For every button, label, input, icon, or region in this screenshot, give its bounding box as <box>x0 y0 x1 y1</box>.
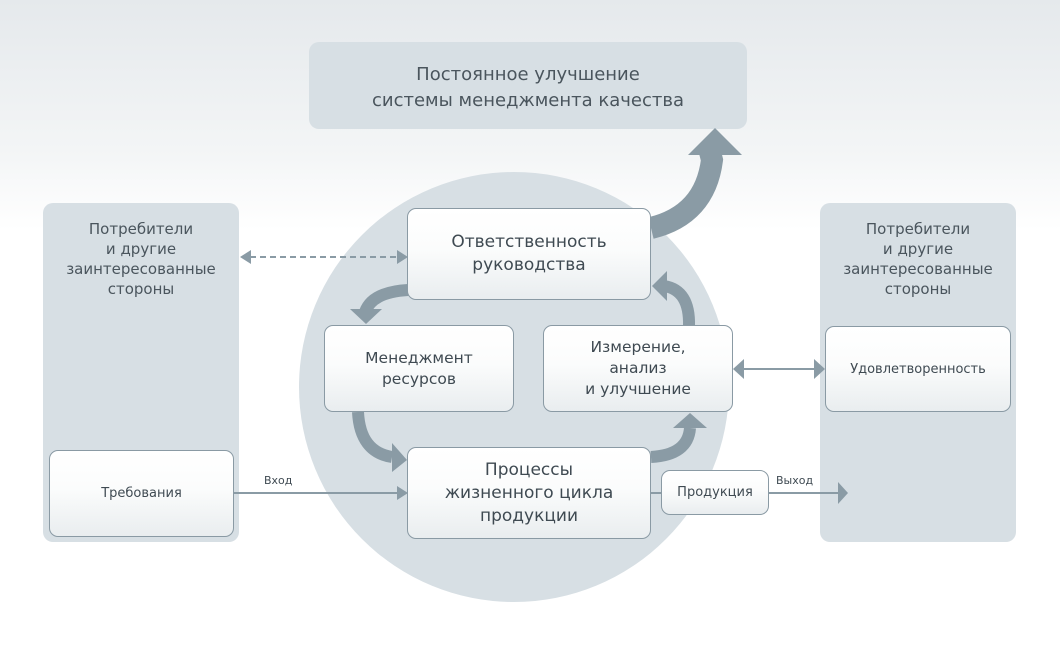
resource-management-box[interactable]: Менеджмент ресурсов <box>324 325 514 412</box>
requirements-box[interactable]: Требования <box>49 450 234 537</box>
requirements-label: Требования <box>101 486 182 501</box>
management-responsibility-label: Ответственность руководства <box>451 232 607 275</box>
continual-improvement-box: Постоянное улучшение системы менеджмента… <box>309 42 747 129</box>
satisfaction-label: Удовлетворенность <box>850 361 986 377</box>
input-arrow <box>234 486 408 500</box>
continual-improvement-label: Постоянное улучшение системы менеджмента… <box>371 64 684 111</box>
arrow-measurement-to-management <box>652 271 696 327</box>
feedback-double-arrow <box>733 359 825 379</box>
arrow-realization-to-measurement <box>650 413 707 463</box>
product-realization-label: Процессы жизненного цикла продукции <box>444 459 614 526</box>
input-label: Вход <box>264 474 293 487</box>
improvement-curved-arrow <box>648 128 742 239</box>
satisfaction-box[interactable]: Удовлетворенность <box>825 326 1011 412</box>
arrow-resources-to-realization <box>352 411 407 472</box>
measurement-analysis-box[interactable]: Измерение, анализ и улучшение <box>543 325 733 412</box>
output-arrow <box>769 482 848 504</box>
management-responsibility-box[interactable]: Ответственность руководства <box>407 208 651 300</box>
product-label: Продукция <box>677 485 753 500</box>
dashed-double-arrow <box>240 250 408 264</box>
product-realization-box[interactable]: Процессы жизненного цикла продукции <box>407 447 651 539</box>
arrow-management-to-resources <box>350 284 409 324</box>
resource-management-label: Менеджмент ресурсов <box>365 348 473 388</box>
left-stakeholders-title: Потребители и другие заинтересованные ст… <box>66 220 216 298</box>
output-label: Выход <box>776 474 814 487</box>
product-box[interactable]: Продукция <box>661 470 769 515</box>
right-stakeholders-title: Потребители и другие заинтересованные ст… <box>843 220 993 298</box>
measurement-analysis-label: Измерение, анализ и улучшение <box>585 338 691 398</box>
